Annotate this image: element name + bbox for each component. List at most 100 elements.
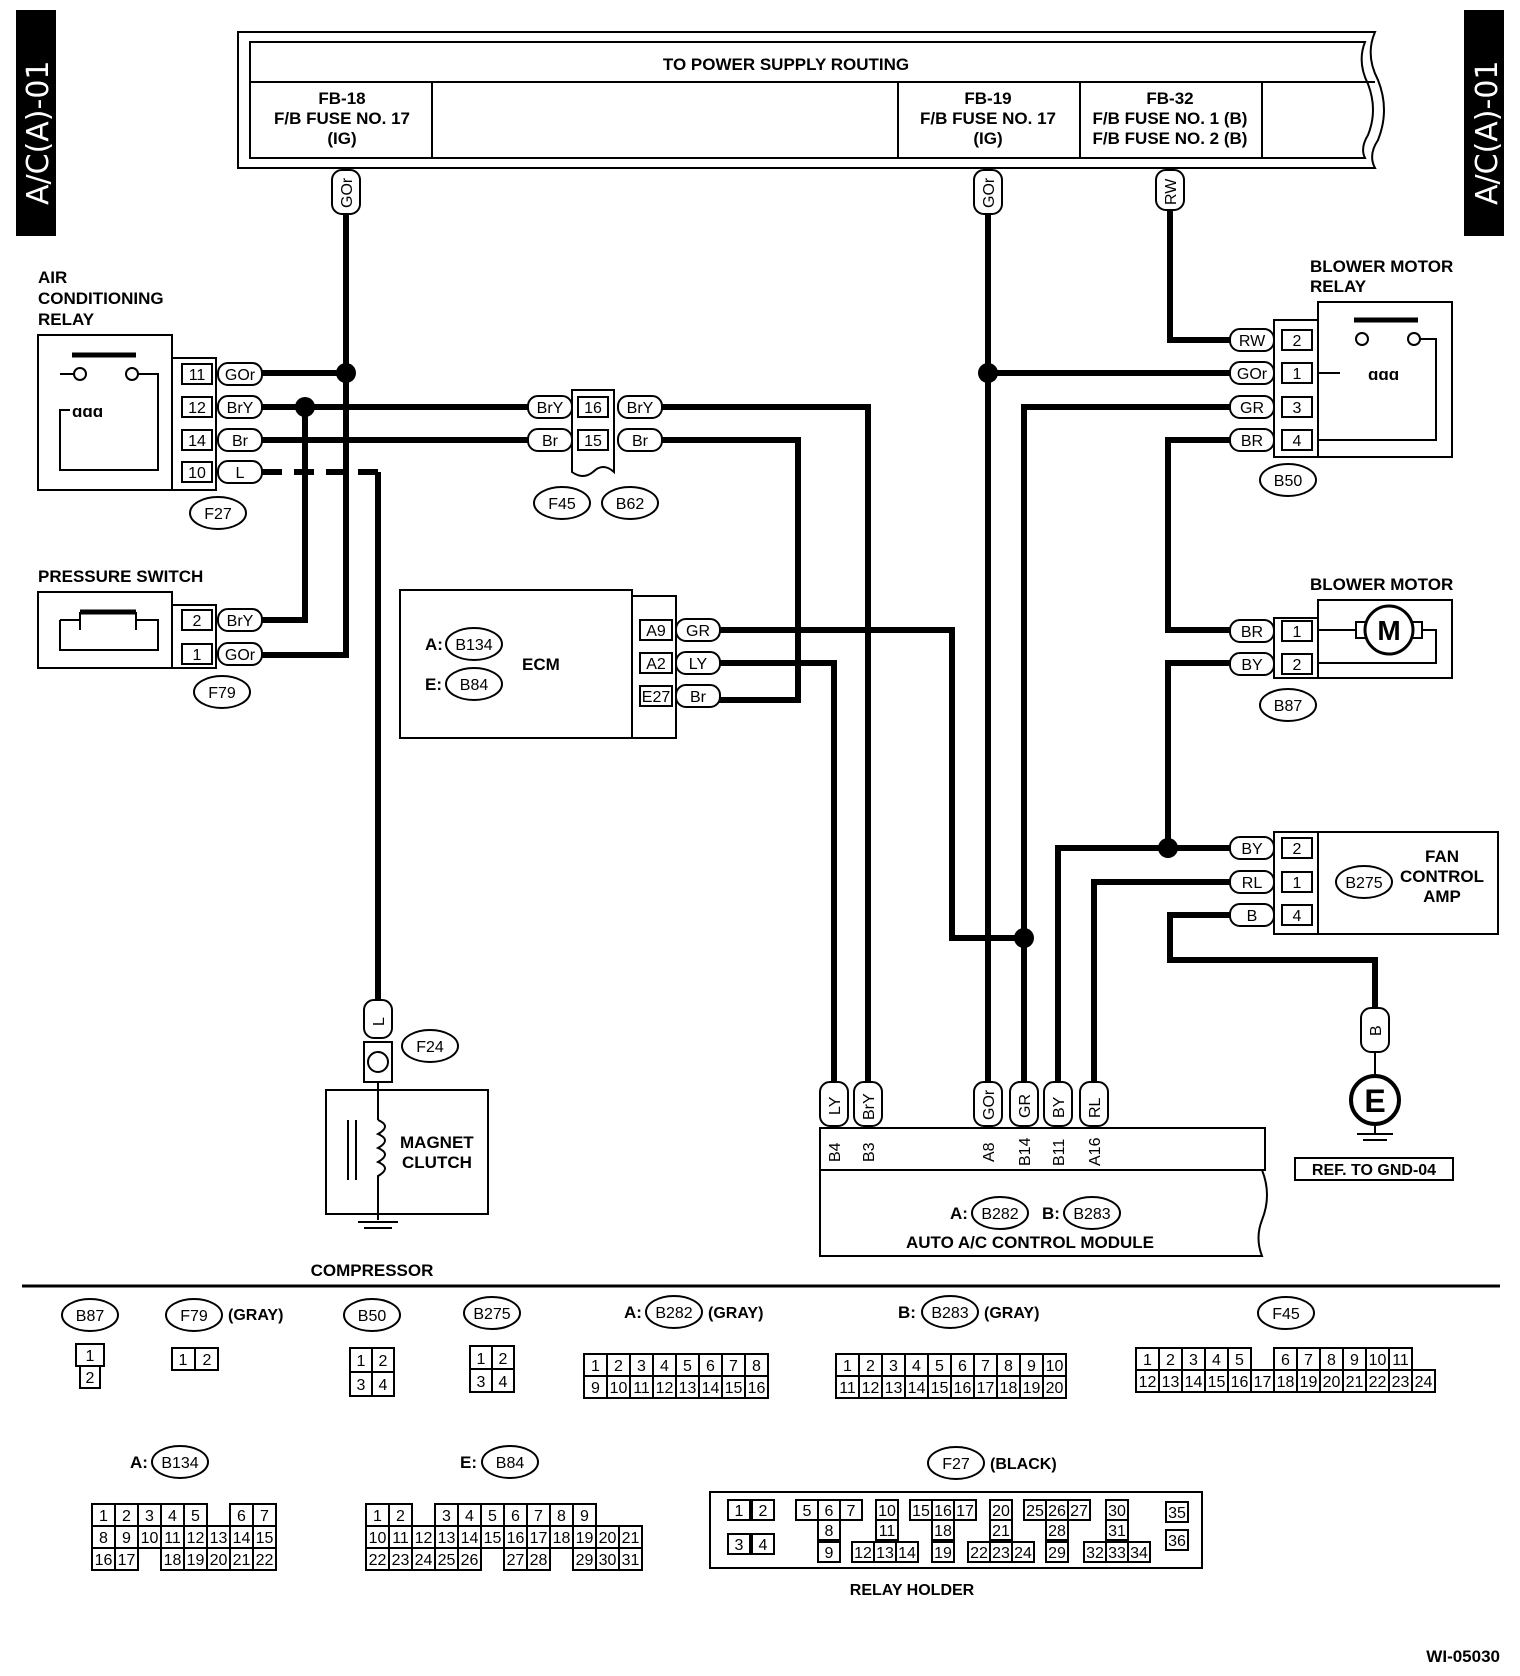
svg-text:E27: E27 <box>642 689 671 706</box>
svg-text:2: 2 <box>1293 841 1302 858</box>
svg-text:1: 1 <box>357 1353 366 1370</box>
connector-pin: 18 <box>934 1523 952 1540</box>
connector-pin: 22 <box>970 1545 988 1562</box>
connector-pin: 13 <box>1162 1374 1180 1391</box>
connector-pin: 23 <box>392 1552 410 1569</box>
connector-pin: 4 <box>1212 1352 1221 1369</box>
connector-pin: 12 <box>1139 1374 1157 1391</box>
power-supply-block: TO POWER SUPPLY ROUTING FB-18 F/B FUSE N… <box>237 31 1385 169</box>
svg-text:2: 2 <box>379 1353 388 1370</box>
svg-text:AMP: AMP <box>1423 887 1461 906</box>
connector-pin: 6 <box>958 1358 967 1375</box>
connector-pin: 8 <box>557 1508 566 1525</box>
svg-text:A:: A: <box>130 1453 148 1472</box>
connector-pin: 5 <box>191 1508 200 1525</box>
connector-pin: 8 <box>1327 1352 1336 1369</box>
svg-text:BrY: BrY <box>227 400 254 417</box>
connector-pin: 28 <box>1048 1523 1066 1540</box>
svg-text:Br: Br <box>542 433 559 450</box>
connector-pin: 16 <box>1231 1374 1249 1391</box>
connector-pin: 7 <box>981 1358 990 1375</box>
connector-pin: 2 <box>614 1358 623 1375</box>
svg-text:CONTROL: CONTROL <box>1400 867 1484 886</box>
svg-text:A:: A: <box>624 1303 642 1322</box>
connector-pin: 26 <box>461 1552 479 1569</box>
svg-text:(GRAY): (GRAY) <box>708 1305 763 1322</box>
connector-pin: 2 <box>1166 1352 1175 1369</box>
connector-pin: 22 <box>1369 1374 1387 1391</box>
joint-connector: BrY Br 16 15 BrY Br F45 B62 <box>527 389 663 520</box>
connector-pin: 16 <box>934 1503 952 1520</box>
svg-text:F27: F27 <box>204 506 232 523</box>
svg-text:BrY: BrY <box>861 1093 878 1120</box>
connector-pin: 19 <box>1300 1374 1318 1391</box>
svg-text:4: 4 <box>379 1377 388 1394</box>
svg-text:GOr: GOr <box>981 1089 998 1120</box>
connector-pin: 14 <box>908 1380 926 1397</box>
svg-text:GOr: GOr <box>225 367 256 384</box>
connector-pin: 13 <box>885 1380 903 1397</box>
connector-pin: 10 <box>1369 1352 1387 1369</box>
connector-pin: 20 <box>210 1552 228 1569</box>
connector-pin: 3 <box>442 1508 451 1525</box>
connector-pin: 27 <box>507 1552 525 1569</box>
svg-text:B: B <box>1368 1025 1385 1036</box>
connector-pin: 12 <box>862 1380 880 1397</box>
connector-pin: 20 <box>992 1503 1010 1520</box>
svg-text:F/B FUSE NO. 1 (B): F/B FUSE NO. 1 (B) <box>1093 109 1248 128</box>
connector-pin: 2 <box>759 1503 768 1520</box>
connector-pin: 14 <box>898 1545 916 1562</box>
connector-pin: 11 <box>1392 1352 1409 1369</box>
figure-id: WI-05030 <box>1426 1647 1500 1666</box>
connector-pin: 29 <box>1048 1545 1066 1562</box>
connector-pin: 4 <box>660 1358 669 1375</box>
connector-pin: 14 <box>702 1380 720 1397</box>
svg-text:B134: B134 <box>455 637 492 654</box>
svg-text:FB-18: FB-18 <box>318 89 365 108</box>
relay-coil-symbol: ɑɑɑ <box>72 402 103 421</box>
connector-pin: 1 <box>735 1503 744 1520</box>
connector-pin: 13 <box>210 1530 228 1547</box>
connector-pin: 17 <box>956 1503 974 1520</box>
connector-pin: 6 <box>706 1358 715 1375</box>
connector-pin: 3 <box>1189 1352 1198 1369</box>
svg-text:11: 11 <box>189 367 206 384</box>
svg-text:Br: Br <box>232 433 249 450</box>
connector-pin: 12 <box>187 1530 205 1547</box>
connector-pin: 4 <box>759 1537 768 1554</box>
connector-pin: 19 <box>576 1530 594 1547</box>
svg-text:GR: GR <box>686 623 710 640</box>
svg-text:(IG): (IG) <box>327 129 356 148</box>
connector-pin: 7 <box>1304 1352 1313 1369</box>
connector-pin: 12 <box>415 1530 433 1547</box>
svg-text:1: 1 <box>1293 624 1302 641</box>
connector-pin: 16 <box>748 1380 766 1397</box>
connector-pin: 1 <box>591 1358 600 1375</box>
svg-text:E:: E: <box>460 1453 477 1472</box>
connector-pin: 21 <box>233 1552 251 1569</box>
svg-text:RW: RW <box>1239 333 1266 350</box>
svg-text:16: 16 <box>584 400 602 417</box>
connector-pin: 28 <box>530 1552 548 1569</box>
svg-text:A2: A2 <box>646 656 666 673</box>
connector-pin: 11 <box>633 1380 650 1397</box>
svg-text:A16: A16 <box>1087 1137 1104 1166</box>
connector-pin: 22 <box>256 1552 274 1569</box>
connector-pin: 24 <box>1014 1545 1032 1562</box>
svg-text:FB-32: FB-32 <box>1146 89 1193 108</box>
svg-text:F79: F79 <box>180 1308 208 1325</box>
connector-pin: 35 <box>1168 1505 1186 1522</box>
connector-pin: 5 <box>803 1503 812 1520</box>
svg-text:B14: B14 <box>1017 1137 1034 1166</box>
connector-pin: 13 <box>438 1530 456 1547</box>
connector-pin: 17 <box>1254 1374 1272 1391</box>
connector-pin: 14 <box>233 1530 251 1547</box>
connector-pin: 3 <box>889 1358 898 1375</box>
svg-text:B4: B4 <box>827 1142 844 1162</box>
svg-text:GR: GR <box>1017 1094 1034 1118</box>
connector-pin: 17 <box>977 1380 995 1397</box>
svg-text:AUTO A/C CONTROL MODULE: AUTO A/C CONTROL MODULE <box>906 1233 1154 1252</box>
